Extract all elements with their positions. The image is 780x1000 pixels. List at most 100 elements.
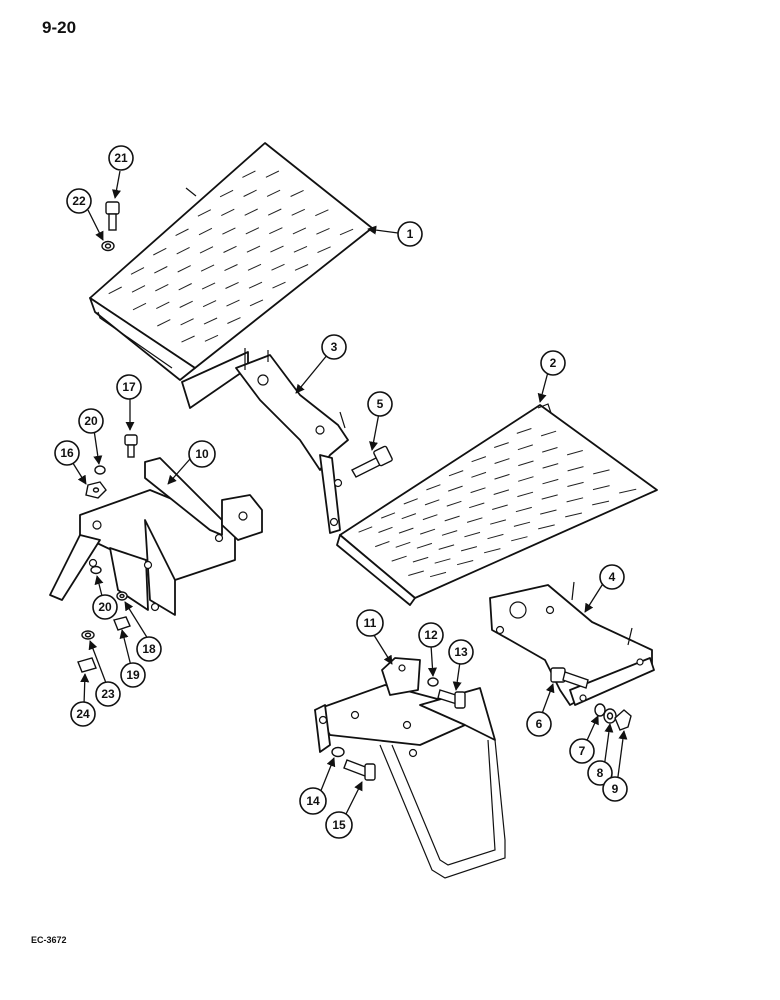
tread-slot: [155, 283, 169, 292]
tread-slot: [448, 470, 464, 477]
step-plate-lower: [336, 403, 658, 606]
tread-slot: [132, 302, 147, 311]
tread-slot: [246, 245, 261, 253]
callout-16: 16: [54, 440, 80, 466]
callout-label: 2: [550, 356, 557, 370]
callout-23: 23: [95, 681, 121, 707]
tread-slot: [317, 246, 331, 254]
tread-slot: [513, 521, 531, 527]
mounting-bracket-left: [49, 457, 263, 616]
tread-slot: [429, 571, 447, 578]
tread-slot: [266, 189, 281, 197]
tread-slot: [456, 560, 474, 566]
tread-slot: [198, 227, 213, 236]
callout-17: 17: [116, 374, 142, 400]
tread-slot: [493, 489, 510, 495]
callout-label: 6: [536, 717, 543, 731]
hardware: [77, 201, 632, 781]
tread-slot: [156, 301, 170, 310]
tread-slot: [219, 189, 234, 198]
tread-slot: [412, 556, 429, 563]
callout-label: 13: [454, 645, 468, 659]
support-bracket-right: [489, 581, 655, 706]
callout-9: 9: [602, 776, 628, 802]
tread-slot: [420, 528, 436, 535]
tread-slot: [438, 544, 455, 550]
callout-11: 11: [356, 609, 384, 637]
tread-slot: [181, 335, 195, 343]
tread-slot: [541, 494, 558, 500]
callout-14: 14: [299, 787, 327, 815]
step-plate-upper: [89, 142, 373, 381]
tread-slot: [566, 497, 584, 503]
tread-slot: [416, 542, 433, 549]
tread-slot: [511, 536, 528, 542]
tread-slot: [221, 208, 235, 217]
tread-slot: [403, 498, 418, 505]
callout-label: 15: [332, 818, 346, 832]
callout-label: 5: [377, 397, 384, 411]
tread-slot: [202, 300, 217, 308]
tread-slot: [542, 447, 558, 453]
callout-label: 8: [597, 766, 604, 780]
tread-slot: [265, 170, 280, 178]
tread-slot: [244, 208, 258, 216]
tread-slot: [381, 512, 396, 519]
tread-slot: [201, 282, 216, 290]
tread-slot: [441, 530, 458, 536]
callout-4: 4: [599, 564, 625, 590]
tread-slot: [593, 469, 610, 475]
callout-15: 15: [325, 811, 353, 839]
tread-slot: [178, 283, 192, 291]
tread-slot: [267, 208, 282, 216]
callout-label: 22: [72, 194, 86, 208]
tread-slot: [567, 466, 584, 472]
tread-slot: [444, 515, 460, 522]
tread-slot: [487, 533, 504, 540]
callout-8: 8: [587, 760, 613, 786]
tread-slot: [408, 570, 424, 576]
stirrup-step: [314, 657, 506, 879]
tread-slot: [269, 227, 283, 235]
callout-18: 18: [136, 636, 162, 662]
tread-slot: [290, 189, 304, 197]
tread-slot: [398, 527, 414, 534]
tread-slot: [108, 286, 122, 295]
tread-slot: [154, 266, 168, 274]
tread-slot: [592, 485, 610, 491]
tread-slot: [248, 281, 263, 289]
tread-slot: [199, 246, 214, 254]
tread-slot: [378, 526, 393, 533]
tread-slot: [446, 500, 462, 507]
tread-slot: [270, 245, 284, 253]
tread-slot: [292, 227, 307, 235]
tread-slot: [315, 209, 329, 217]
callout-label: 21: [114, 151, 128, 165]
tread-slot: [516, 428, 532, 434]
tread-slot: [175, 228, 189, 237]
tread-slot: [464, 531, 481, 538]
tread-slot: [243, 189, 257, 197]
callout-label: 3: [331, 340, 338, 354]
tread-slot: [466, 517, 483, 523]
tread-slot: [224, 264, 238, 272]
tread-slot: [157, 319, 171, 327]
tread-slot: [538, 524, 555, 530]
tread-slot: [176, 246, 190, 255]
tread-slot: [426, 484, 441, 491]
callout-12: 12: [418, 622, 444, 648]
tread-slot: [592, 500, 610, 506]
tread-slot: [293, 245, 308, 253]
callout-7: 7: [569, 738, 595, 764]
tread-slot: [271, 263, 285, 271]
tread-slot: [494, 458, 510, 464]
tread-slot: [358, 526, 373, 533]
tread-slot: [180, 318, 194, 326]
tread-slot: [401, 513, 417, 520]
callout-label: 7: [579, 744, 586, 758]
tread-slot: [227, 317, 241, 324]
tread-slot: [565, 512, 583, 518]
tread-slot: [494, 473, 510, 480]
tread-slot: [619, 488, 637, 494]
callout-label: 11: [364, 616, 377, 630]
